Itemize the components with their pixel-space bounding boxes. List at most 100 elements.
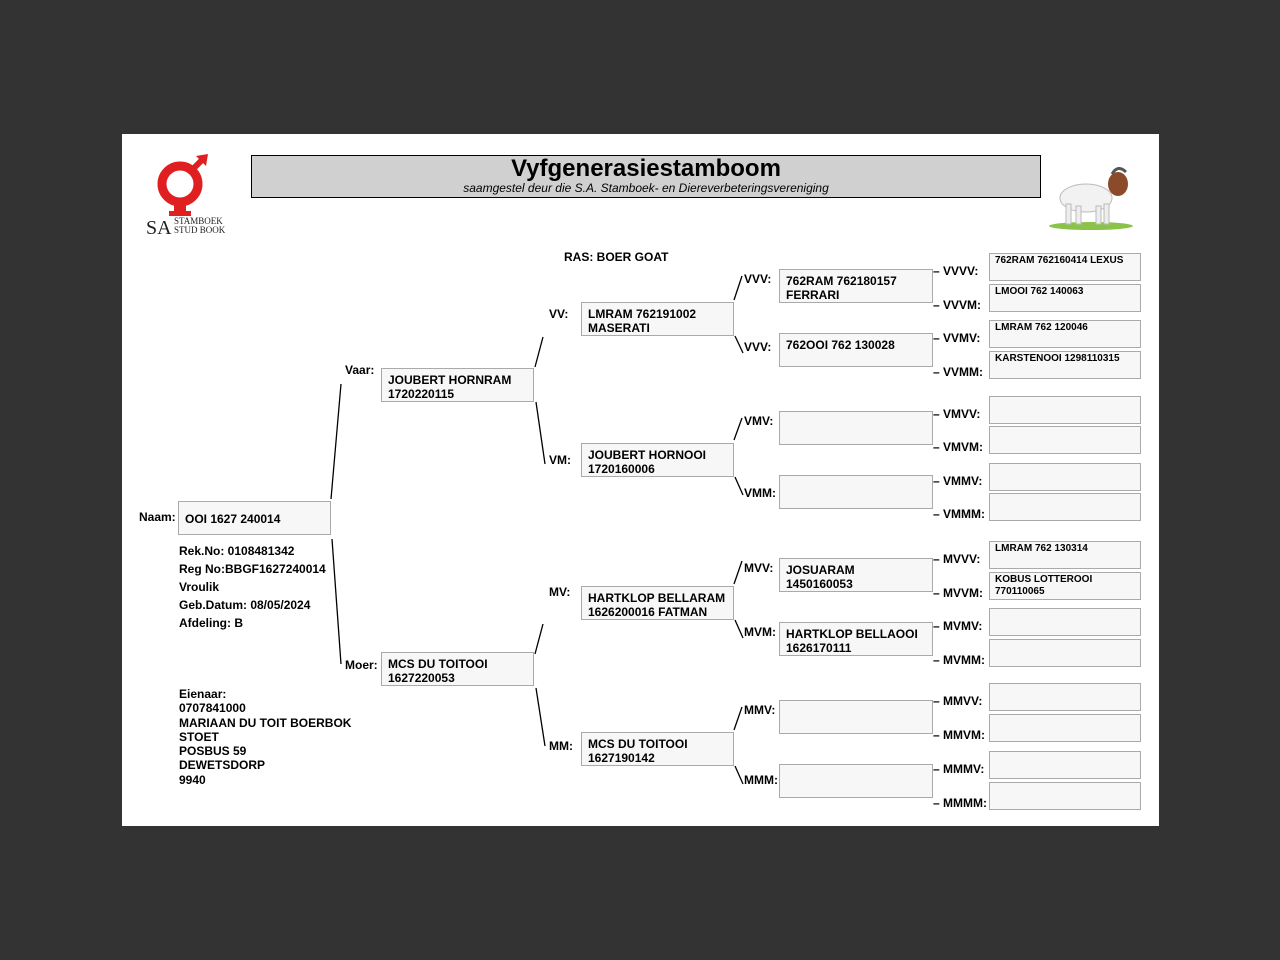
connector-line (535, 401, 546, 465)
connector-line (733, 417, 743, 441)
gen5-ancestor-box: LMRAM 762 130314 (989, 541, 1141, 569)
connector-line (534, 623, 544, 655)
animal-name-box: OOI 1627 240014 (178, 501, 331, 535)
connector-line (734, 619, 744, 639)
svg-text:SA: SA (146, 217, 172, 236)
connector-line (734, 765, 744, 785)
reg-no: Reg No:BBGF1627240014 (179, 562, 326, 576)
gen5-ancestor-box (989, 751, 1141, 779)
gen3-ancestor-box: LMRAM 762191002 MASERATI (581, 302, 734, 336)
gen5-ancestor-box (989, 493, 1141, 521)
page-subtitle: saamgestel deur die S.A. Stamboek- en Di… (463, 181, 829, 195)
gen4-label: MVM: (744, 625, 776, 639)
sex: Vroulik (179, 580, 220, 594)
gen3-label: VV: (549, 307, 569, 321)
gen2-label: Moer: (345, 658, 378, 672)
owner-number: 0707841000 (179, 701, 246, 716)
gen4-ancestor-box (779, 411, 933, 445)
gen5-label: – MVVV: (933, 552, 981, 566)
name-label: Naam: (139, 510, 176, 524)
owner-name-cont: STOET (179, 729, 219, 744)
gen4-label: VMM: (744, 486, 776, 500)
connector-line (331, 538, 342, 665)
gen3-label: MM: (549, 739, 573, 753)
gen5-label: – VMVV: (933, 407, 981, 421)
gen4-ancestor-box: JOSUARAM 1450160053 (779, 558, 933, 592)
gen5-label: – VMVM: (933, 440, 984, 454)
gen5-label: – VMMV: (933, 474, 983, 488)
gen3-ancestor-box: MCS DU TOITOOI 1627190142 (581, 732, 734, 766)
gen4-label: VMV: (744, 414, 774, 428)
gen4-ancestor-box: HARTKLOP BELLAOOI 1626170111 (779, 622, 933, 656)
gen5-label: – MVVM: (933, 586, 984, 600)
breed-label: RAS: BOER GOAT (564, 250, 669, 264)
gen4-label: VVV: (744, 272, 772, 286)
gen5-label: – VVMM: (933, 365, 984, 379)
gen5-label: – VVVM: (933, 298, 982, 312)
connector-line (733, 706, 743, 731)
connector-line (734, 335, 744, 354)
gen4-ancestor-box: 762OOI 762 130028 (779, 333, 933, 367)
connector-line (733, 560, 743, 585)
gen5-label: – MMVM: (933, 728, 985, 742)
gen5-ancestor-box (989, 608, 1141, 636)
gen4-label: MVV: (744, 561, 774, 575)
gen5-ancestor-box (989, 639, 1141, 667)
animal-details: Rek.No: 0108481342 Reg No:BBGF1627240014… (179, 542, 326, 632)
registration-number: Rek.No: 0108481342 (179, 544, 295, 558)
gen3-ancestor-box: JOUBERT HORNOOI 1720160006 (581, 443, 734, 477)
gen3-ancestor-box: HARTKLOP BELLARAM 1626200016 FATMAN (581, 586, 734, 620)
gen5-ancestor-box: KARSTENOOI 1298110315 (989, 351, 1141, 379)
gen4-ancestor-box (779, 764, 933, 798)
gen4-ancestor-box: 762RAM 762180157 FERRARI (779, 269, 933, 303)
gen5-ancestor-box (989, 782, 1141, 810)
owner-postcode: 9940 (179, 772, 206, 787)
gen5-ancestor-box (989, 463, 1141, 491)
gen3-label: VM: (549, 453, 571, 467)
gen5-label: – MVMM: (933, 653, 985, 667)
gen5-ancestor-box: KOBUS LOTTEROOI 770110065 (989, 572, 1141, 600)
gen5-ancestor-box (989, 683, 1141, 711)
svg-text:STUD BOOK: STUD BOOK (174, 225, 226, 235)
gen4-ancestor-box (779, 475, 933, 509)
owner-town: DEWETSDORP (179, 758, 266, 773)
gen5-label: – VVMV: (933, 331, 981, 345)
gen2-label: Vaar: (345, 363, 375, 377)
gen5-ancestor-box: 762RAM 762160414 LEXUS (989, 253, 1141, 281)
gen5-ancestor-box (989, 714, 1141, 742)
section: Afdeling: B (179, 616, 243, 630)
gen5-ancestor-box: LMOOI 762 140063 (989, 284, 1141, 312)
gen5-ancestor-box (989, 426, 1141, 454)
gen5-label: – VVVV: (933, 264, 979, 278)
connector-line (535, 687, 546, 747)
owner-name: MARIAAN DU TOIT BOERBOK (179, 715, 352, 730)
owner-address: POSBUS 59 (179, 744, 247, 759)
title-banner: Vyfgenerasiestamboom saamgestel deur die… (251, 155, 1041, 198)
gen2-ancestor-box: MCS DU TOITOOI 1627220053 (381, 652, 534, 686)
birth-date: Geb.Datum: 08/05/2024 (179, 598, 311, 612)
connector-line (733, 275, 743, 301)
connector-line (534, 336, 544, 368)
gen5-label: – MVMV: (933, 619, 983, 633)
connector-line (734, 476, 744, 496)
connector-line (330, 383, 342, 500)
gen5-label: – MMVV: (933, 694, 983, 708)
svg-text:STAMBOEK: STAMBOEK (174, 216, 223, 226)
gen5-ancestor-box: LMRAM 762 120046 (989, 320, 1141, 348)
pedigree-connector-lines (330, 275, 744, 785)
gen5-label: – MMMM: (933, 796, 987, 810)
gen5-label: – MMMV: (933, 762, 985, 776)
gen5-ancestor-box (989, 396, 1141, 424)
sa-studbook-logo: SA STAMBOEK STUD BOOK (144, 154, 228, 239)
gen3-label: MV: (549, 585, 571, 599)
gen2-ancestor-box: JOUBERT HORNRAM 1720220115 (381, 368, 534, 402)
goat-image (1046, 164, 1136, 230)
owner-label: Eienaar: (179, 687, 227, 701)
gen4-label: MMM: (744, 773, 778, 787)
owner-info: Eienaar: 0707841000 MARIAAN DU TOIT BOER… (179, 687, 351, 787)
pedigree-page: SA STAMBOEK STUD BOOK Vyfgenerasiestambo… (122, 134, 1159, 826)
page-title: Vyfgenerasiestamboom (511, 155, 781, 182)
gen4-label: MMV: (744, 703, 776, 717)
gen4-label: VVV: (744, 340, 772, 354)
gen4-ancestor-box (779, 700, 933, 734)
